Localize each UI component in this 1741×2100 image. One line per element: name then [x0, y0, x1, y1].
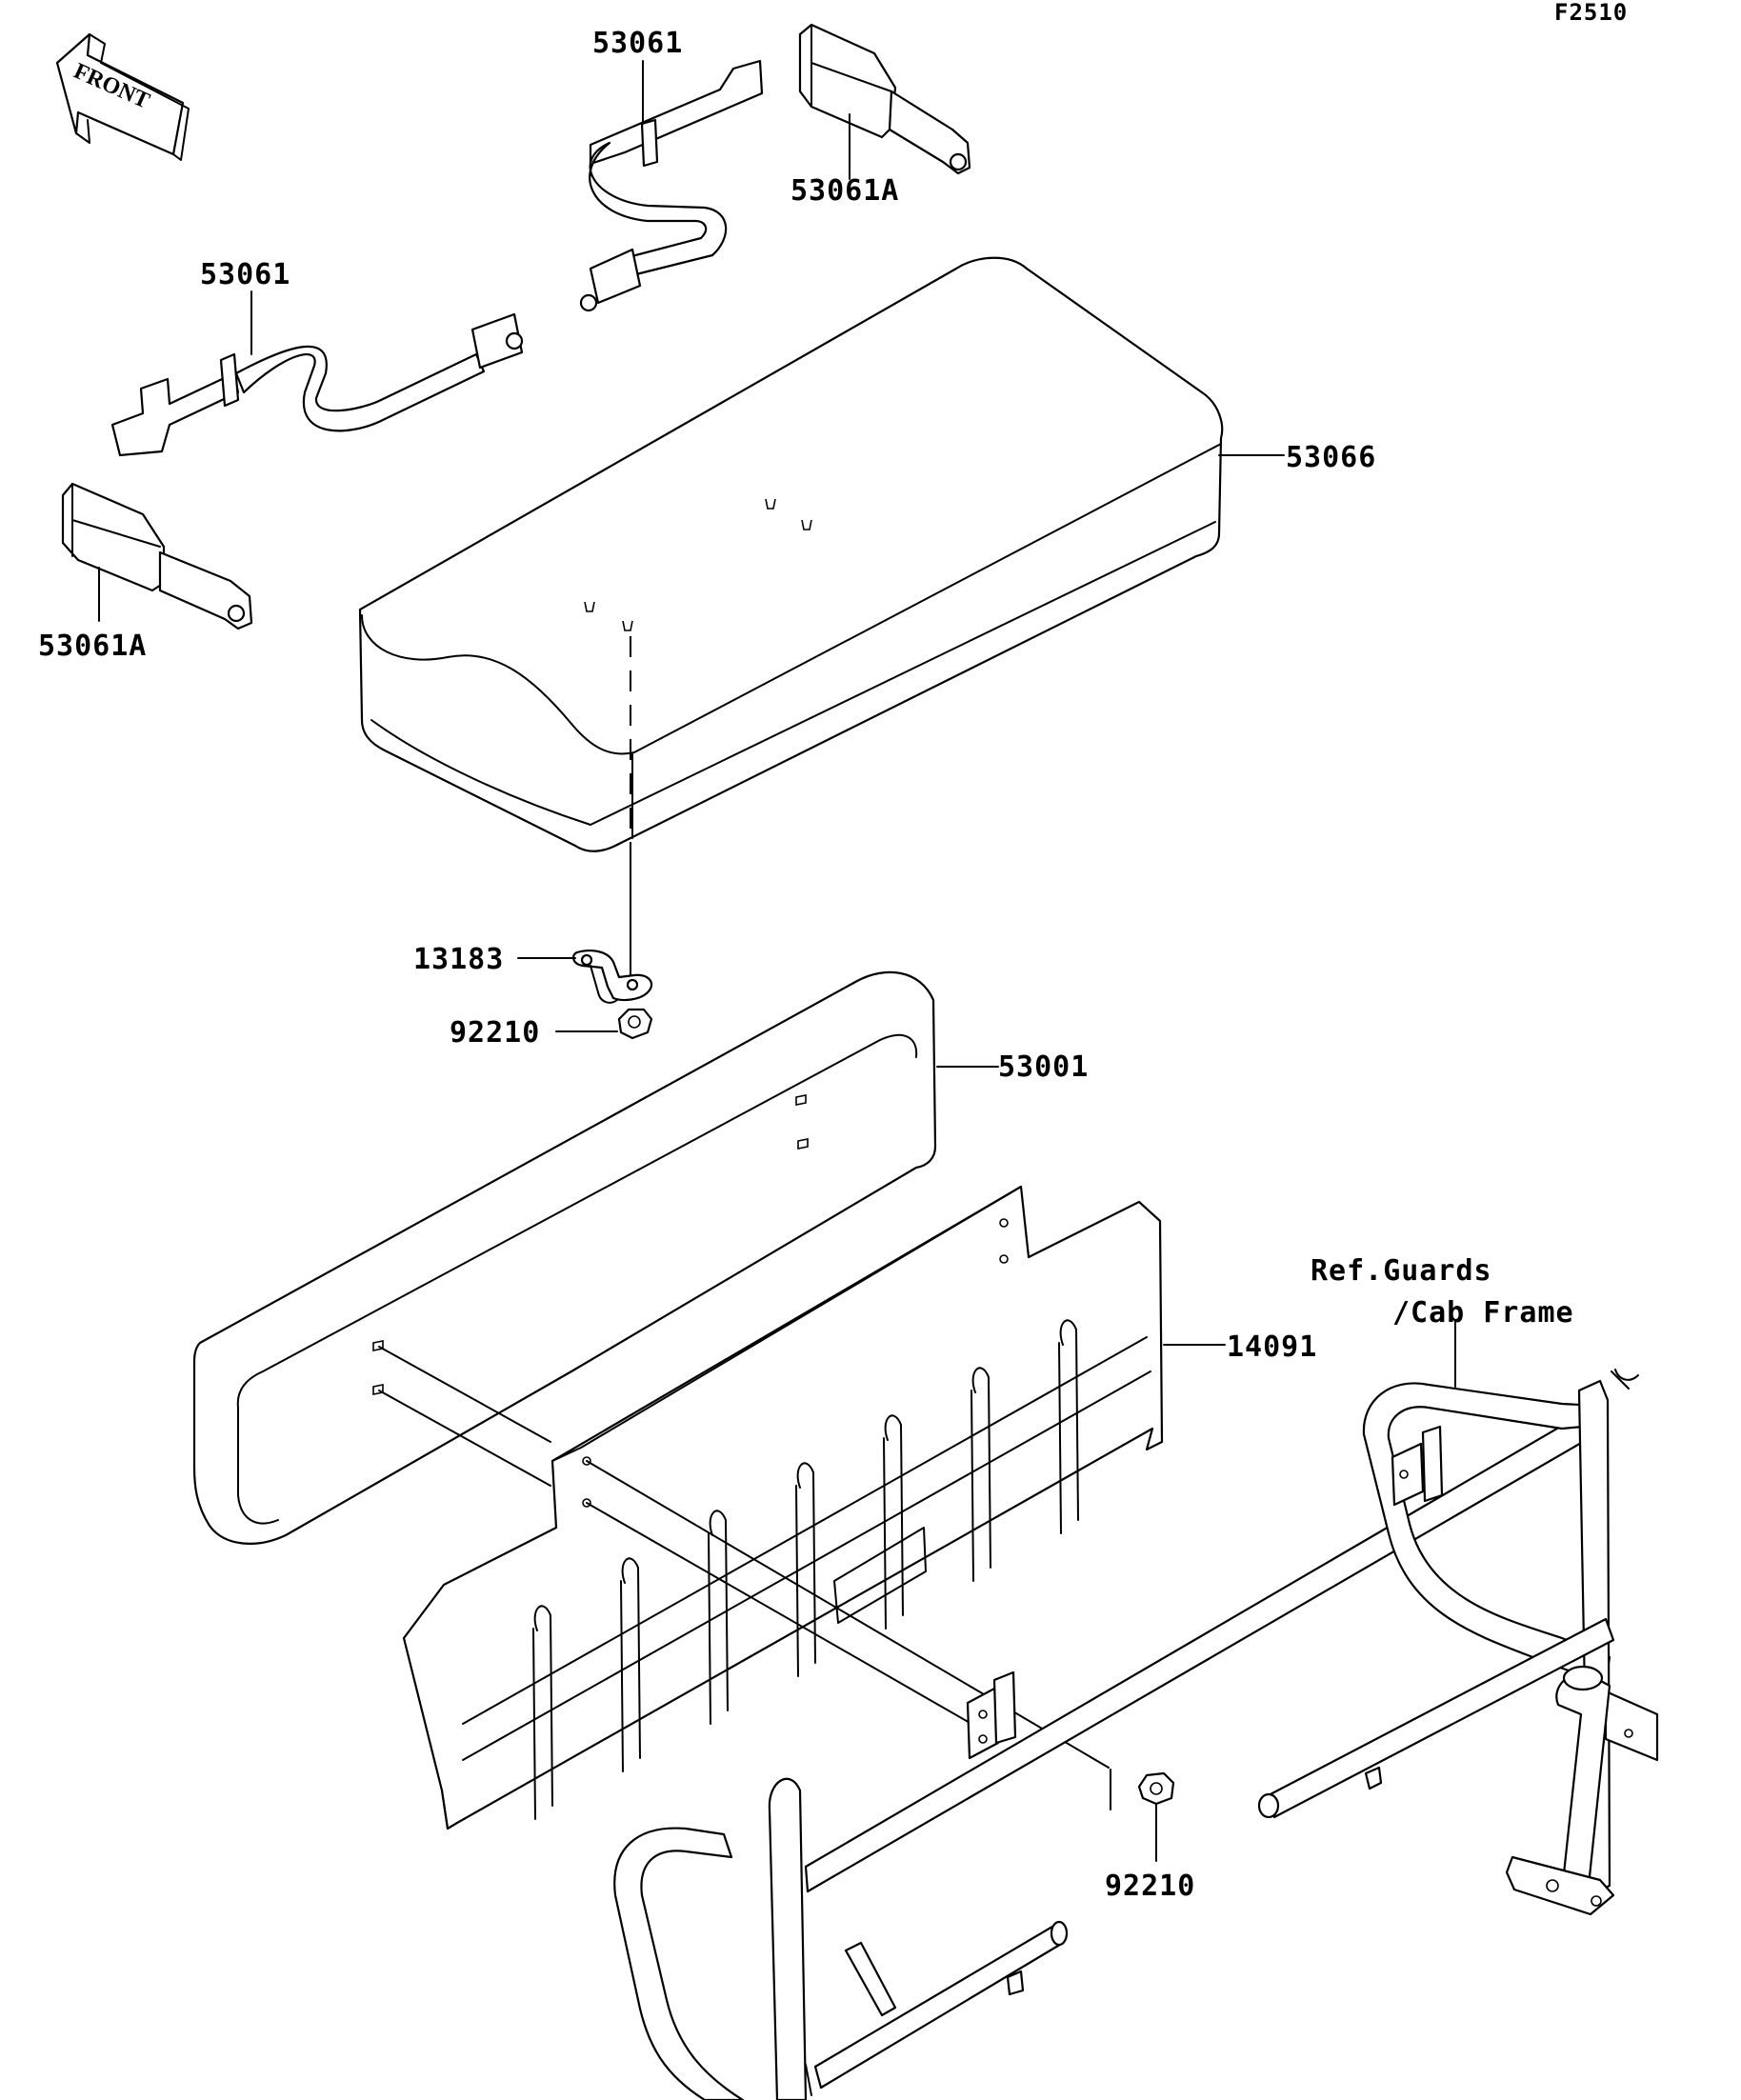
- nut-92210-lower: [1137, 1771, 1175, 1806]
- callout-53001: 53001: [998, 1050, 1089, 1084]
- callout-13183: 13183: [413, 943, 504, 976]
- cab-frame: [613, 1369, 1659, 2100]
- seat-cushion: [358, 256, 1224, 852]
- seat-belt-buckle-left: [61, 482, 253, 630]
- bracket-13183: [572, 950, 653, 1004]
- callout-92210-lower: 92210: [1105, 1870, 1195, 1903]
- nut-92210-upper: [617, 1008, 653, 1040]
- reference-label-line1: Ref.Guards: [1311, 1254, 1492, 1288]
- seat-belt-buckle-upper: [798, 23, 971, 175]
- seat-back: [192, 970, 937, 1545]
- callout-92210-upper: 92210: [450, 1016, 540, 1050]
- callout-53061-top: 53061: [592, 27, 683, 60]
- assembly-line-3: [378, 1390, 551, 1487]
- seat-belt-strap-upper: [579, 59, 764, 312]
- callout-53061A-top: 53061A: [790, 174, 899, 208]
- assembly-line-4: [586, 1460, 1110, 1769]
- reference-label-line2: /Cab Frame: [1392, 1296, 1574, 1330]
- assembly-line-5: [586, 1502, 972, 1725]
- seat-belt-strap-left: [110, 312, 524, 457]
- front-arrow-icon: FRONT: [55, 32, 190, 161]
- assembly-line-2: [378, 1346, 551, 1443]
- callout-53061A-left: 53061A: [38, 630, 147, 663]
- callout-53066: 53066: [1286, 441, 1376, 474]
- figure-code: F2510: [1554, 0, 1628, 26]
- callout-53061-left: 53061: [200, 258, 290, 291]
- callout-14091: 14091: [1227, 1330, 1317, 1364]
